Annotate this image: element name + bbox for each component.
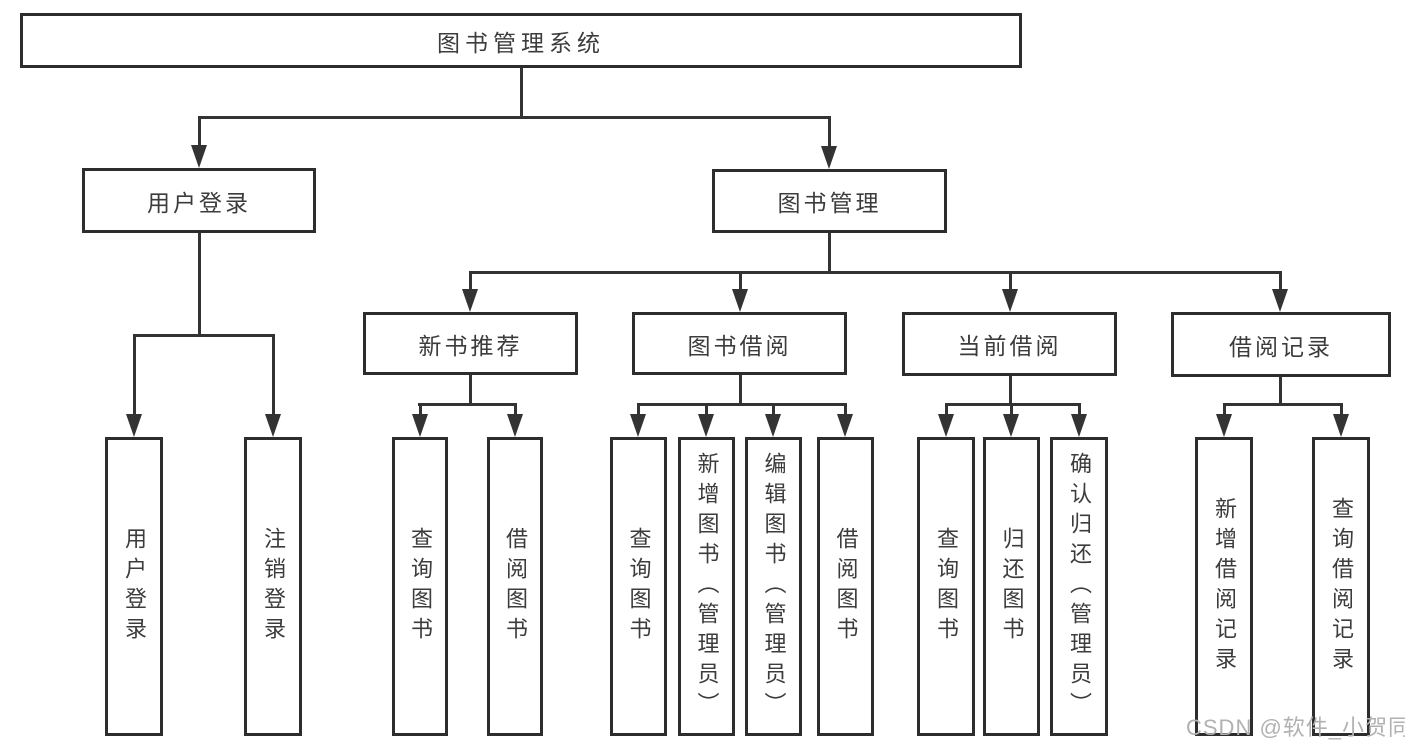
connector-line bbox=[705, 403, 708, 417]
connector-line bbox=[739, 271, 742, 293]
connector-line bbox=[1009, 376, 1012, 405]
connector-line bbox=[1223, 403, 1226, 417]
node-borrowing-records: 借阅记录 bbox=[1171, 312, 1391, 377]
connector-line bbox=[469, 271, 1282, 274]
arrow-down-icon bbox=[507, 414, 523, 437]
connector-line bbox=[419, 403, 422, 417]
arrow-down-icon bbox=[1216, 414, 1232, 437]
connector-line bbox=[1279, 271, 1282, 293]
connector-line bbox=[469, 271, 472, 293]
connector-line bbox=[1078, 403, 1081, 417]
leaf-new-borrow-record-label: 新增借阅记录 bbox=[1212, 496, 1237, 677]
leaf-confirm-return-admin: 确认归还（管理员） bbox=[1050, 437, 1108, 736]
connector-line bbox=[133, 334, 275, 337]
connector-line bbox=[418, 403, 517, 406]
node-borrowing-records-label: 借阅记录 bbox=[1229, 333, 1333, 360]
leaf-recommend-borrow-books: 借阅图书 bbox=[487, 437, 543, 736]
connector-line bbox=[198, 116, 201, 148]
connector-line bbox=[514, 403, 517, 417]
connector-line bbox=[828, 116, 831, 149]
leaf-current-query-books: 查询图书 bbox=[917, 437, 975, 736]
connector-line bbox=[198, 233, 201, 336]
leaf-recommend-query-books-label: 查询图书 bbox=[408, 526, 433, 647]
connector-line bbox=[198, 116, 831, 119]
arrow-down-icon bbox=[412, 414, 428, 437]
node-book-borrowing: 图书借阅 bbox=[632, 312, 847, 375]
arrow-down-icon bbox=[265, 414, 281, 437]
leaf-borrowing-borrow-books: 借阅图书 bbox=[817, 437, 874, 736]
node-user-login-label: 用户登录 bbox=[147, 189, 251, 216]
leaf-borrowing-borrow-books-label: 借阅图书 bbox=[833, 526, 859, 647]
connector-line bbox=[945, 403, 1081, 406]
watermark: CSDN @软件_小贺同学 bbox=[1186, 715, 1405, 740]
connector-line bbox=[1223, 403, 1343, 406]
arrow-down-icon bbox=[821, 146, 837, 169]
connector-line bbox=[520, 68, 523, 118]
node-new-book-recommendation: 新书推荐 bbox=[363, 312, 578, 375]
arrow-down-icon bbox=[1071, 414, 1087, 437]
arrow-down-icon bbox=[698, 414, 714, 437]
node-current-borrowing: 当前借阅 bbox=[902, 312, 1117, 376]
connector-line bbox=[772, 403, 775, 417]
connector-line bbox=[1340, 403, 1343, 417]
connector-line bbox=[133, 334, 136, 417]
arrow-down-icon bbox=[126, 414, 142, 437]
arrow-down-icon bbox=[938, 414, 954, 437]
connector-line bbox=[637, 403, 640, 417]
node-user-login: 用户登录 bbox=[82, 168, 316, 233]
arrow-down-icon bbox=[630, 414, 646, 437]
arrow-down-icon bbox=[1333, 414, 1349, 437]
connector-line bbox=[1010, 403, 1013, 417]
arrow-down-icon bbox=[191, 145, 207, 168]
connector-line bbox=[637, 403, 847, 406]
leaf-edit-book-admin: 编辑图书（管理员） bbox=[745, 437, 802, 736]
arrow-down-icon bbox=[462, 289, 478, 312]
node-current-borrowing-label: 当前借阅 bbox=[957, 333, 1062, 359]
leaf-query-borrow-record: 查询借阅记录 bbox=[1312, 437, 1370, 736]
leaf-return-books-label: 归还图书 bbox=[999, 526, 1025, 647]
connector-line bbox=[739, 375, 742, 405]
arrow-down-icon bbox=[732, 289, 748, 312]
leaf-add-book-admin-label: 新增图书（管理员） bbox=[694, 451, 720, 722]
node-new-book-recommendation-label: 新书推荐 bbox=[418, 332, 523, 359]
leaf-borrowing-query-books-label: 查询图书 bbox=[626, 526, 652, 647]
leaf-borrowing-query-books: 查询图书 bbox=[610, 437, 667, 736]
arrow-down-icon bbox=[837, 414, 853, 437]
leaf-logout-label: 注销登录 bbox=[261, 526, 286, 647]
arrow-down-icon bbox=[765, 414, 781, 437]
connector-line bbox=[272, 334, 275, 417]
leaf-logout: 注销登录 bbox=[244, 437, 302, 736]
leaf-confirm-return-admin-label: 确认归还（管理员） bbox=[1067, 451, 1092, 722]
arrow-down-icon bbox=[1272, 289, 1288, 312]
connector-line bbox=[469, 375, 472, 405]
node-book-management: 图书管理 bbox=[712, 169, 947, 233]
leaf-user-login: 用户登录 bbox=[105, 437, 163, 736]
leaf-edit-book-admin-label: 编辑图书（管理员） bbox=[761, 451, 787, 722]
leaf-current-query-books-label: 查询图书 bbox=[934, 526, 959, 647]
leaf-new-borrow-record: 新增借阅记录 bbox=[1195, 437, 1253, 736]
leaf-add-book-admin: 新增图书（管理员） bbox=[678, 437, 735, 736]
connector-line bbox=[844, 403, 847, 417]
leaf-query-borrow-record-label: 查询借阅记录 bbox=[1329, 496, 1354, 677]
node-root-label: 图书管理系统 bbox=[437, 29, 605, 56]
leaf-recommend-borrow-books-label: 借阅图书 bbox=[503, 526, 528, 647]
leaf-return-books: 归还图书 bbox=[983, 437, 1040, 736]
arrow-down-icon bbox=[1002, 289, 1018, 312]
connector-line bbox=[945, 403, 948, 417]
arrow-down-icon bbox=[1003, 414, 1019, 437]
node-book-borrowing-label: 图书借阅 bbox=[687, 332, 792, 359]
connector-line bbox=[1279, 377, 1282, 405]
leaf-recommend-query-books: 查询图书 bbox=[392, 437, 448, 736]
connector-line bbox=[1009, 271, 1012, 293]
connector-line bbox=[828, 233, 831, 273]
leaf-user-login-label: 用户登录 bbox=[122, 526, 147, 647]
node-book-management-label: 图书管理 bbox=[777, 190, 882, 216]
node-root: 图书管理系统 bbox=[20, 13, 1022, 68]
